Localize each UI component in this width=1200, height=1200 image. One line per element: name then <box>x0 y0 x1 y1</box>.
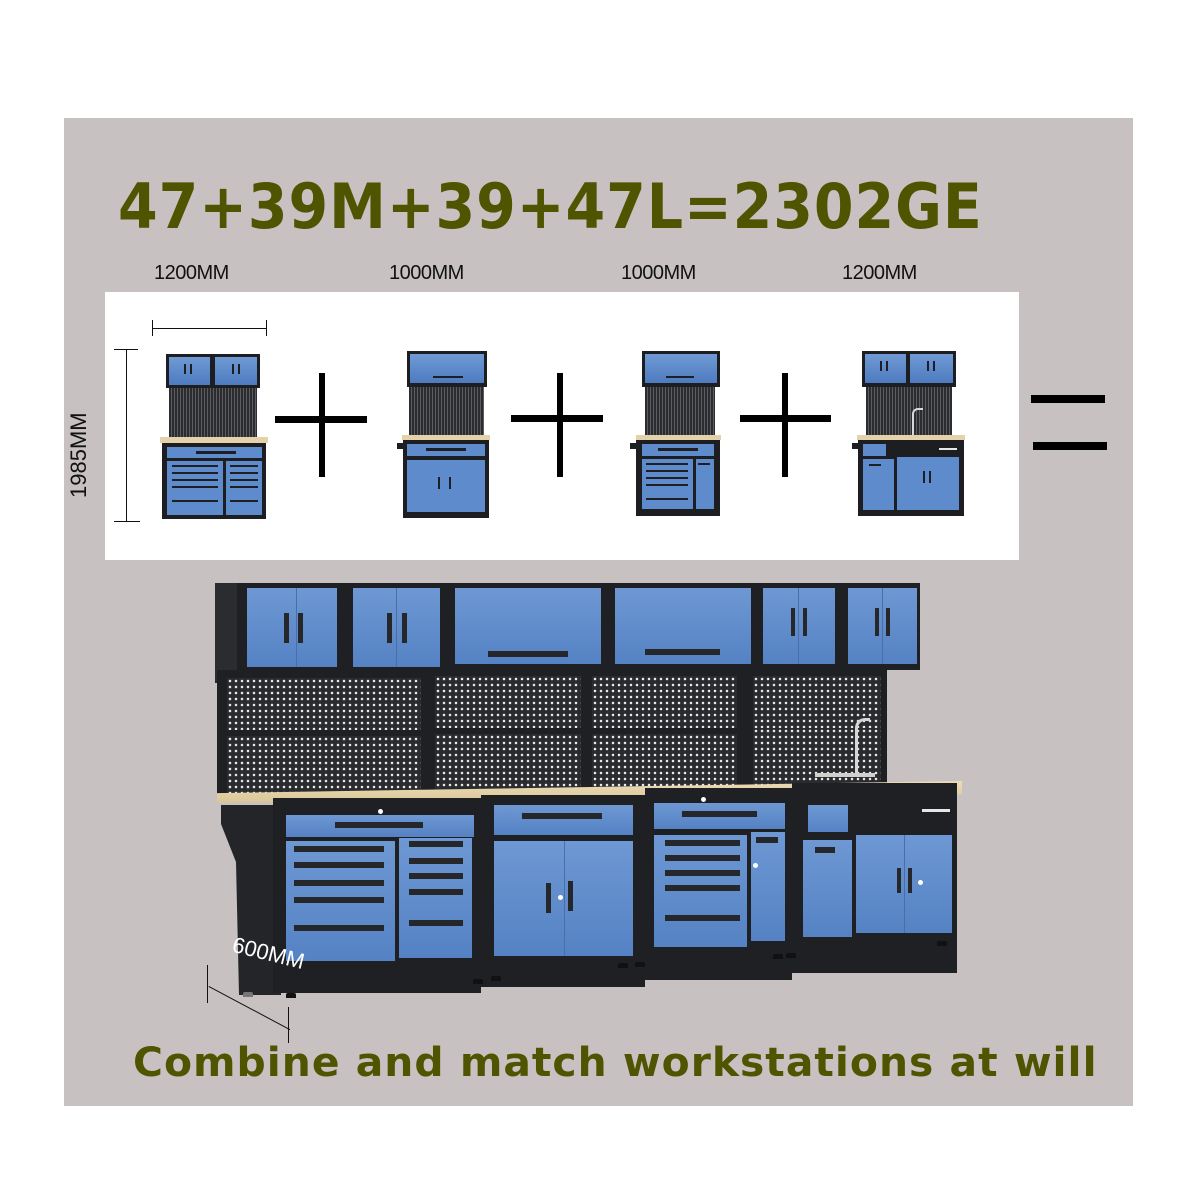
module-2-width-label: 1000MM <box>389 262 464 284</box>
depth-dimension-tick-right <box>288 1007 289 1043</box>
faucet-icon <box>912 408 923 437</box>
wall-cabinet-1 <box>247 588 337 667</box>
module-47-cabinet <box>160 354 272 522</box>
module-47l-cabinet <box>850 351 970 521</box>
module-4-width-label: 1200MM <box>842 262 917 284</box>
height-dimension-tick-top <box>114 349 138 350</box>
plus-sign-2-vertical <box>557 373 563 477</box>
pegboard-panel <box>227 736 421 800</box>
height-dimension-tick-bottom <box>114 521 140 522</box>
caption-text: Combine and match workstations at will <box>133 1040 1098 1086</box>
base-double-door <box>494 841 633 956</box>
width-dimension-line <box>152 328 267 329</box>
pegboard-panel <box>227 678 421 730</box>
plus-sign-1-vertical <box>319 373 325 477</box>
height-dimension-label: 1985MM <box>66 412 91 498</box>
equals-sign-bottom <box>1033 442 1107 450</box>
pegboard-panel <box>753 676 881 728</box>
module-3-width-label: 1000MM <box>621 262 696 284</box>
pegboard-panel <box>435 734 581 798</box>
module-39m-cabinet <box>397 351 492 521</box>
plus-sign-3-vertical <box>782 373 788 477</box>
pegboard-panel <box>435 676 581 728</box>
faucet-icon <box>855 718 870 776</box>
base-drawer <box>494 805 633 835</box>
width-dimension-tick-right <box>266 320 267 336</box>
module-39-cabinet <box>628 351 723 521</box>
width-dimension-tick-left <box>152 320 153 336</box>
assembled-workstation-2302ge <box>215 583 965 1003</box>
depth-dimension-tick-left <box>207 965 208 1003</box>
module-1-width-label: 1200MM <box>154 262 229 284</box>
height-dimension-line <box>126 349 127 521</box>
combination-formula-title: 47+39M+39+47L=2302GE <box>118 170 983 243</box>
equals-sign-top <box>1031 395 1105 403</box>
pegboard-panel <box>592 676 737 728</box>
wall-cabinet-3 <box>763 588 835 664</box>
